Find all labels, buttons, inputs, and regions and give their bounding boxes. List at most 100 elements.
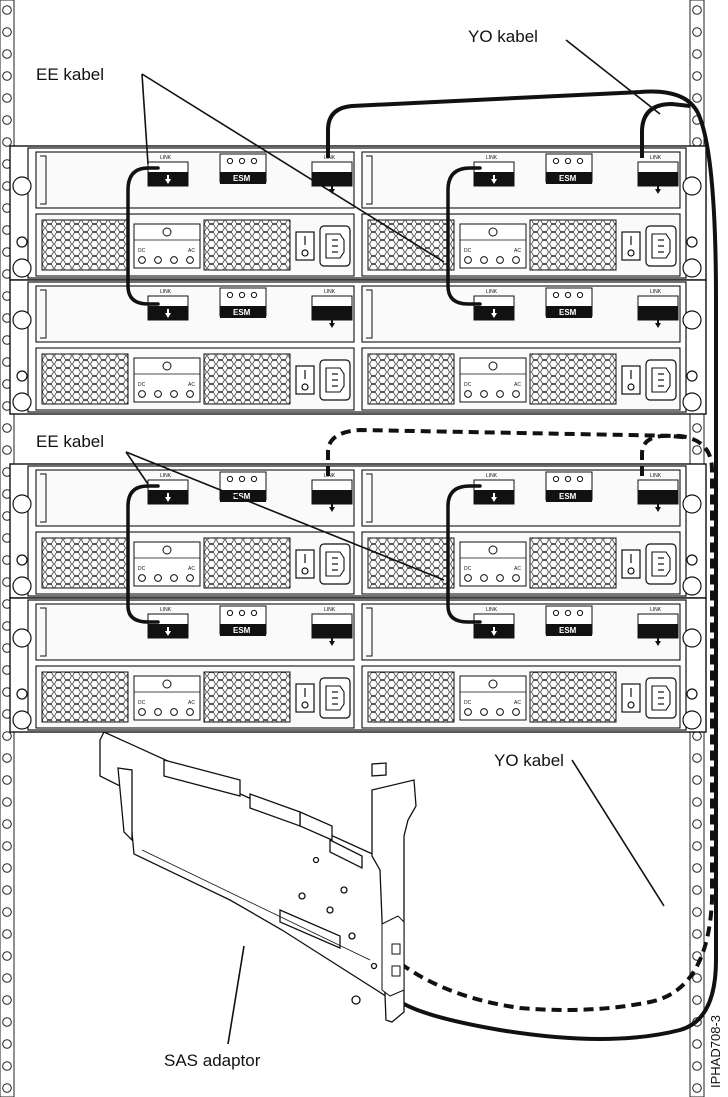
rail-hole xyxy=(693,776,702,785)
rail-hole xyxy=(3,908,12,917)
vent-grille xyxy=(368,672,454,722)
led-icon xyxy=(465,257,472,264)
power-icon xyxy=(489,228,497,236)
led-icon xyxy=(155,257,162,264)
rail-hole xyxy=(3,886,12,895)
esm-label: ESM xyxy=(559,174,577,183)
led-icon xyxy=(227,292,232,297)
esm-label: ESM xyxy=(559,626,577,635)
led-icon xyxy=(155,575,162,582)
port-label: LINK xyxy=(324,607,336,613)
esm-module: LINKESMLINK xyxy=(36,286,354,342)
led-icon xyxy=(187,575,194,582)
rail-hole xyxy=(3,864,12,873)
rail-hole xyxy=(3,1084,12,1093)
ear-screw xyxy=(687,237,697,247)
ear-screw xyxy=(13,577,31,595)
ac-label: AC xyxy=(514,382,521,388)
ear-screw xyxy=(17,371,27,381)
led-icon xyxy=(497,709,504,716)
rail-hole xyxy=(693,996,702,1005)
ear-screw xyxy=(683,629,701,647)
esm-label: ESM xyxy=(233,174,251,183)
ear-screw xyxy=(13,393,31,411)
esm-label: ESM xyxy=(559,308,577,317)
vent-grille xyxy=(368,538,454,588)
led-icon xyxy=(553,292,558,297)
rail-hole xyxy=(3,94,12,103)
led-icon xyxy=(497,391,504,398)
led-icon xyxy=(227,476,232,481)
port-label: LINK xyxy=(160,473,172,479)
sas-port xyxy=(312,624,352,638)
rail-hole xyxy=(3,754,12,763)
ear-screw xyxy=(13,495,31,513)
power-icon xyxy=(489,362,497,370)
led-icon xyxy=(155,391,162,398)
sas-adapter-card xyxy=(100,732,416,1022)
sas-port xyxy=(312,306,352,320)
rail-hole xyxy=(3,138,12,147)
rail-hole xyxy=(693,1062,702,1071)
rail-hole xyxy=(693,1040,702,1049)
led-icon xyxy=(139,709,146,716)
rail-hole xyxy=(3,974,12,983)
rail-hole xyxy=(3,424,12,433)
led-icon xyxy=(171,709,178,716)
esm-module: LINKESMLINK xyxy=(362,286,680,342)
port-label: LINK xyxy=(650,289,662,295)
vent-grille xyxy=(42,220,128,270)
figure-id: IPHAD708-3 xyxy=(708,1015,723,1088)
vent-grille xyxy=(530,220,616,270)
ear-screw xyxy=(13,259,31,277)
sas-port xyxy=(312,490,352,504)
rail-hole xyxy=(693,1084,702,1093)
power-icon xyxy=(163,546,171,554)
power-icon xyxy=(163,228,171,236)
esm-module: LINKESMLINK xyxy=(362,152,680,208)
rail-hole xyxy=(3,776,12,785)
ac-label: AC xyxy=(514,248,521,254)
vent-grille xyxy=(204,220,290,270)
sas-port xyxy=(638,624,678,638)
led-icon xyxy=(251,292,256,297)
rail-hole xyxy=(3,732,12,741)
power-supply-module: DCAC xyxy=(36,666,354,728)
rail-hole xyxy=(693,842,702,851)
led-icon xyxy=(513,391,520,398)
led-icon xyxy=(553,158,558,163)
vent-grille xyxy=(42,354,128,404)
led-icon xyxy=(553,610,558,615)
led-icon xyxy=(251,610,256,615)
rail-hole xyxy=(3,996,12,1005)
ear-screw xyxy=(683,177,701,195)
rail-hole xyxy=(693,754,702,763)
esm-label: ESM xyxy=(233,626,251,635)
ear-screw xyxy=(687,555,697,565)
port-label: LINK xyxy=(486,155,498,161)
dc-label: DC xyxy=(464,566,472,572)
rail-hole xyxy=(693,930,702,939)
rail-hole xyxy=(3,842,12,851)
rail-hole xyxy=(3,28,12,37)
led-icon xyxy=(171,391,178,398)
ac-label: AC xyxy=(188,248,195,254)
port-label: LINK xyxy=(160,607,172,613)
led-icon xyxy=(513,257,520,264)
led-icon xyxy=(465,575,472,582)
esm-module: LINKESMLINK xyxy=(36,152,354,208)
dc-label: DC xyxy=(464,382,472,388)
vent-grille xyxy=(204,672,290,722)
sas-port xyxy=(638,490,678,504)
ear-screw xyxy=(17,689,27,699)
led-icon xyxy=(251,158,256,163)
vent-grille xyxy=(42,672,128,722)
rail-hole xyxy=(693,886,702,895)
yo-cable-label-top: YO kabel xyxy=(468,27,538,46)
rail-hole xyxy=(693,424,702,433)
led-icon xyxy=(565,476,570,481)
esm-label: ESM xyxy=(559,492,577,501)
